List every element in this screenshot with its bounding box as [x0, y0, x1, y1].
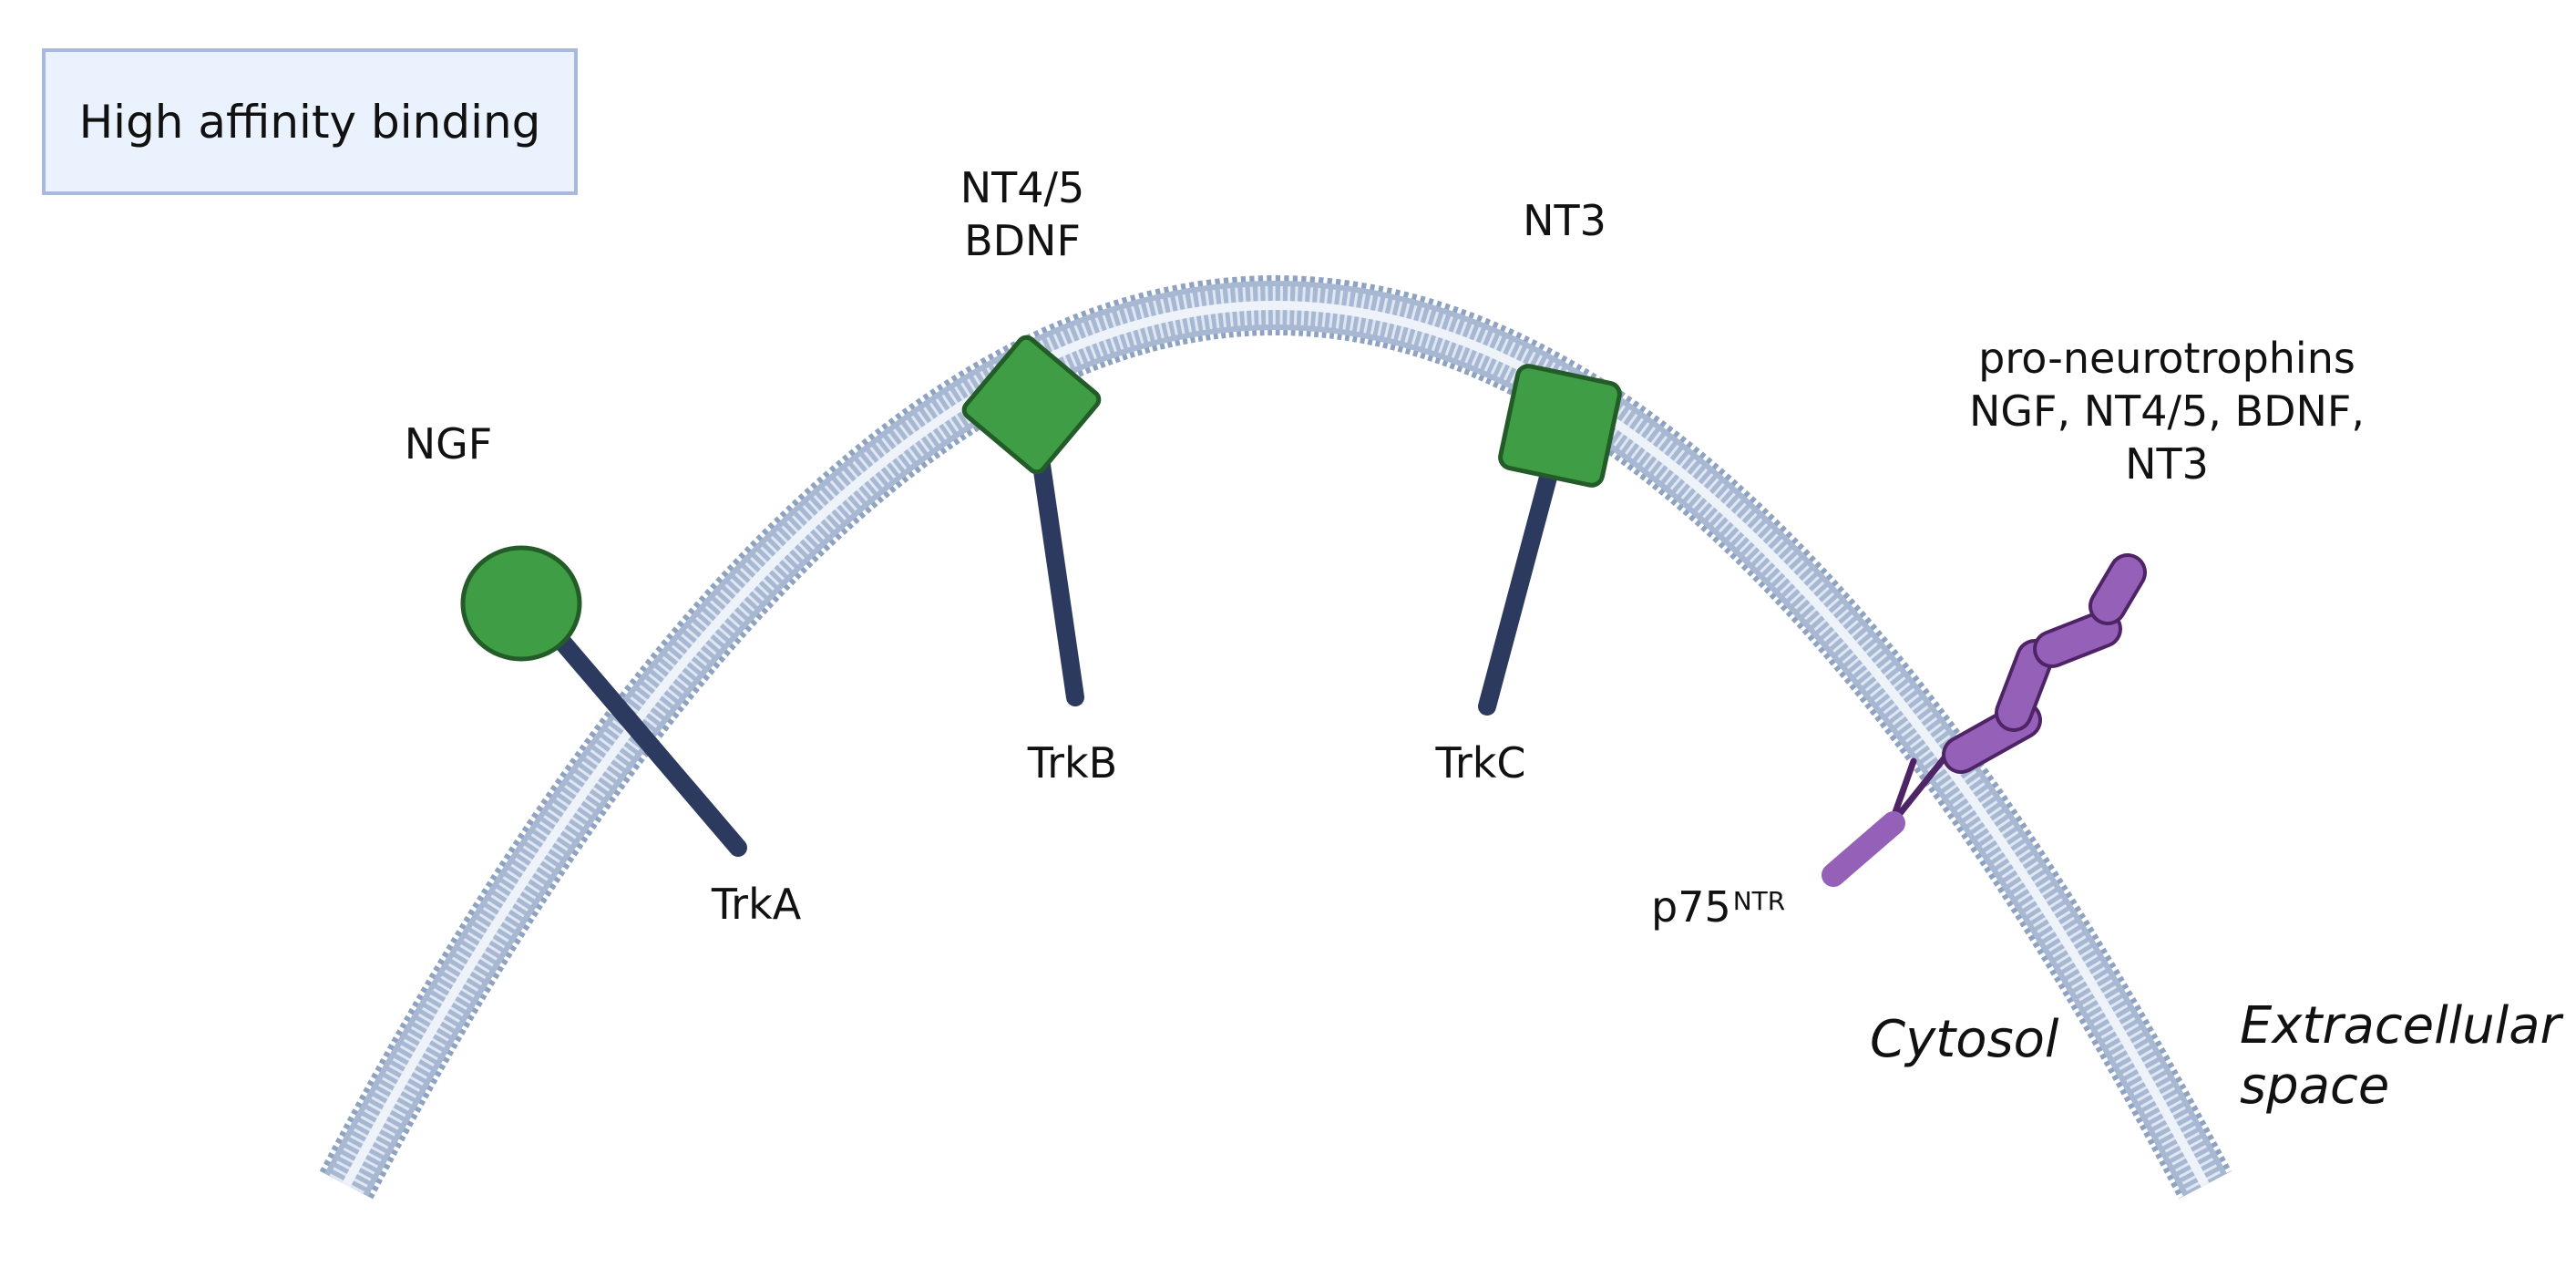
- trka-label-text: TrkA: [711, 880, 802, 929]
- trka-stalk: [542, 620, 747, 857]
- ngf-label-text: NGF: [404, 419, 493, 469]
- ngf-ligand: [460, 545, 582, 662]
- p75-transmembrane-line: [1887, 744, 1956, 829]
- trkc-stalk: [1478, 465, 1558, 716]
- trka-receptor: [460, 545, 747, 857]
- extracellular-space-label: Extracellular space: [2240, 996, 2561, 1117]
- pro-neurotrophins-line-1: pro-neurotrophins: [1978, 334, 2355, 383]
- p75-label-superscript: NTR: [1732, 886, 1786, 916]
- bdnf-label-line: BDNF: [964, 216, 1081, 265]
- trkb-label-text: TrkB: [1027, 738, 1118, 788]
- pro-neurotrophins-label: pro-neurotrophins NGF, NT4/5, BDNF, NT3: [1969, 332, 2365, 490]
- nt45-bdnf-label: NT4/5 BDNF: [960, 161, 1085, 267]
- p75-domain-3-fill: [2037, 613, 2119, 664]
- cytosol-label: Cytosol: [1870, 1010, 2058, 1070]
- nt45-bdnf-ligand: [961, 335, 1102, 475]
- nt3-ligand: [1498, 364, 1622, 488]
- nt3-label: NT3: [1523, 194, 1606, 247]
- trkc-label: TrkC: [1435, 737, 1525, 789]
- diagram-title: High affinity binding: [78, 95, 541, 149]
- p75-domain-4-fill: [2092, 557, 2143, 622]
- trkc-label-text: TrkC: [1435, 738, 1526, 788]
- pro-neurotrophins-line-2: NGF, NT4/5, BDNF,: [1968, 386, 2366, 436]
- p75-domain-2-fill: [1998, 643, 2050, 728]
- trkb-stalk: [1032, 456, 1084, 706]
- pro-neurotrophins-line-3: NT3: [2125, 439, 2209, 489]
- extracellular-line-2: space: [2240, 1056, 2390, 1116]
- nt45-label-line: NT4/5: [960, 163, 1085, 212]
- p75ntr-receptor: [1822, 553, 2147, 887]
- p75-label-base: p75: [1651, 882, 1731, 932]
- trka-label: TrkA: [712, 878, 801, 931]
- title-box: High affinity binding: [42, 48, 578, 195]
- extracellular-line-1: Extracellular: [2240, 996, 2561, 1056]
- trkc-receptor: [1478, 364, 1622, 716]
- ngf-label: NGF: [405, 417, 493, 470]
- trkb-receptor: [961, 335, 1102, 706]
- trkb-label: TrkB: [1028, 737, 1117, 789]
- cytosol-label-text: Cytosol: [1870, 1010, 2059, 1069]
- p75-intracellular-domain: [1822, 811, 1905, 887]
- p75ntr-label: p75NTR: [1651, 881, 1785, 933]
- nt3-label-text: NT3: [1523, 196, 1606, 245]
